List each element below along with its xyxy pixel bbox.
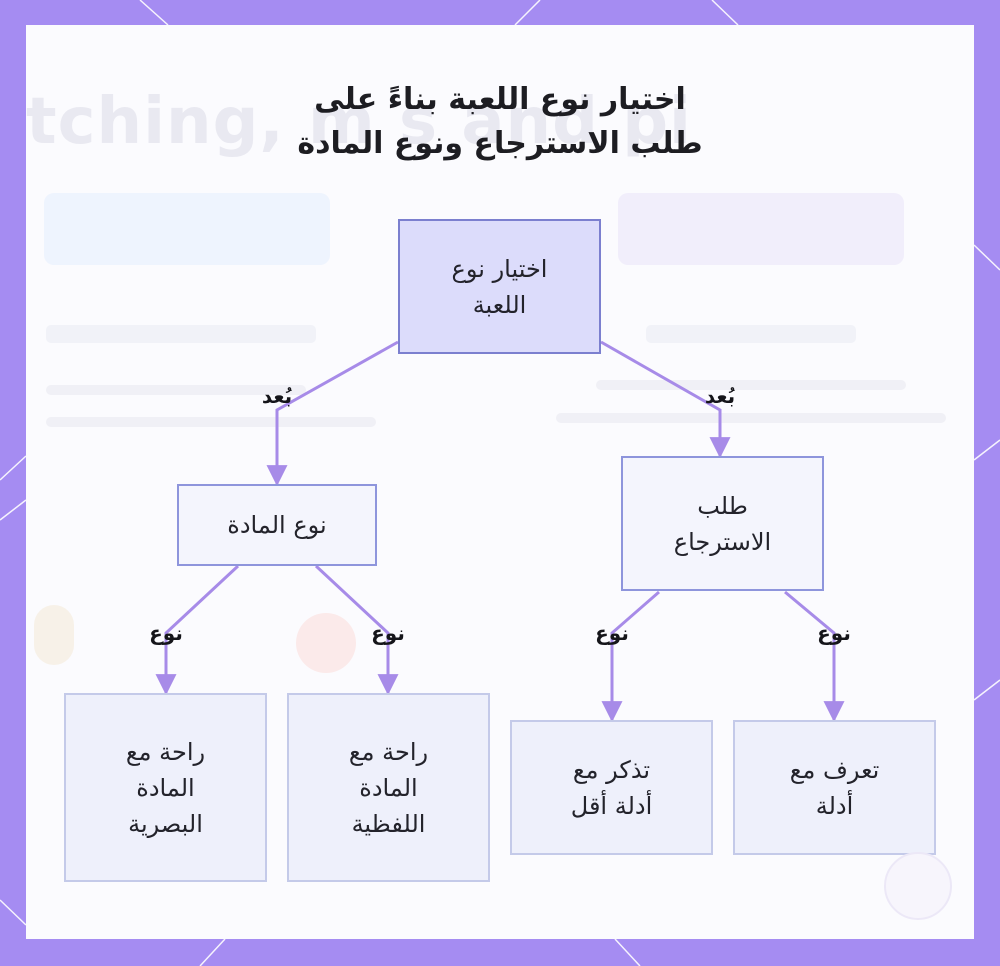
node-visual-comfort-label: راحة مع المادة البصرية xyxy=(125,737,206,838)
diagram-title: اختيار نوع اللعبة بناءً على طلب الاسترجا… xyxy=(0,78,1000,166)
node-recognition-with-cues-label: تعرف مع أدلة xyxy=(789,755,880,820)
edge-recall-less xyxy=(601,590,660,723)
node-recall-demand-label: طلب الاسترجاع xyxy=(673,491,772,556)
background-watermark: tching, m s and pi xyxy=(26,85,692,159)
background-line xyxy=(46,417,376,427)
background-circle xyxy=(296,613,356,673)
edge-label-root-material: بُعد xyxy=(261,384,293,408)
edge-material-verbal xyxy=(314,564,399,696)
background-circle xyxy=(34,605,74,665)
edge-material-visual xyxy=(155,564,240,696)
node-recall-fewer-cues: تذكر مع أدلة أقل xyxy=(510,720,713,855)
node-game-type-label: اختيار نوع اللعبة xyxy=(451,254,548,319)
background-button-right xyxy=(618,193,904,265)
title-line-2: طلب الاسترجاع ونوع المادة xyxy=(297,126,703,161)
background-line xyxy=(596,380,906,390)
title-line-1: اختيار نوع اللعبة بناءً على xyxy=(314,82,686,117)
logo-badge-icon xyxy=(884,852,952,920)
edge-root-recall xyxy=(600,340,731,459)
edge-label-root-recall: بُعد xyxy=(704,384,736,408)
node-material-type: نوع المادة xyxy=(177,484,377,566)
background-line xyxy=(556,413,946,423)
edge-label-recall-recognize: نوع xyxy=(817,621,851,645)
background-line xyxy=(46,385,306,395)
node-material-type-label: نوع المادة xyxy=(227,511,327,539)
edge-label-material-verbal: نوع xyxy=(371,621,405,645)
node-game-type: اختيار نوع اللعبة xyxy=(398,219,601,354)
edge-label-recall-less: نوع xyxy=(595,621,629,645)
background-button-left xyxy=(44,193,330,265)
edge-root-material xyxy=(266,340,399,487)
node-recall-demand: طلب الاسترجاع xyxy=(621,456,824,591)
background-heading-right xyxy=(646,325,856,343)
node-visual-comfort: راحة مع المادة البصرية xyxy=(64,693,267,882)
node-recognition-with-cues: تعرف مع أدلة xyxy=(733,720,936,855)
node-verbal-comfort: راحة مع المادة اللفظية xyxy=(287,693,490,882)
edge-label-material-visual: نوع xyxy=(149,621,183,645)
edge-recall-recognize xyxy=(784,590,845,723)
node-verbal-comfort-label: راحة مع المادة اللفظية xyxy=(348,737,429,838)
background-heading-left xyxy=(46,325,316,343)
node-recall-fewer-cues-label: تذكر مع أدلة أقل xyxy=(570,755,653,820)
